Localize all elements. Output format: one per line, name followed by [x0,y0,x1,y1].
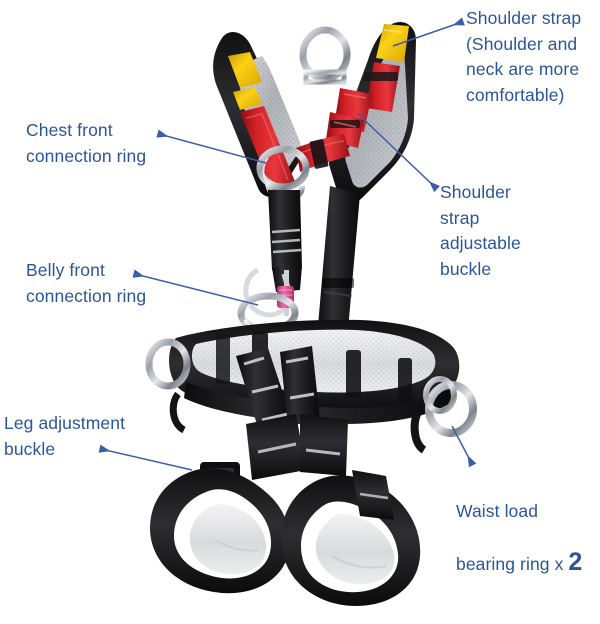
leg-loop-left [150,468,290,594]
leg-loop-right [281,475,421,606]
dorsal-d-ring [299,26,351,85]
label-waist-load-bearing-ring: Waist load bearing ring x 2 [456,473,600,577]
label-shoulder-strap: Shoulder strap (Shoulder and neck are mo… [466,8,582,105]
waist-label-count: 2 [568,547,583,576]
label-leg-adjustment-buckle: Leg adjustment buckle [4,413,126,459]
label-shoulder-strap-adjustable-buckle: Shoulder strap adjustable buckle [440,182,521,279]
waist-label-line1: Waist load [456,500,539,521]
waist-ring-left [145,338,191,390]
front-center-strap [268,190,302,292]
waist-ring-right [423,376,477,437]
waist-label-line2: bearing ring x [456,553,569,574]
label-belly-front-connection-ring: Belly front connection ring [26,260,147,306]
shoulder-pad-right [326,21,416,203]
label-chest-front-connection-ring: Chest front connection ring [26,120,147,166]
right-vertical-strap [318,186,360,330]
